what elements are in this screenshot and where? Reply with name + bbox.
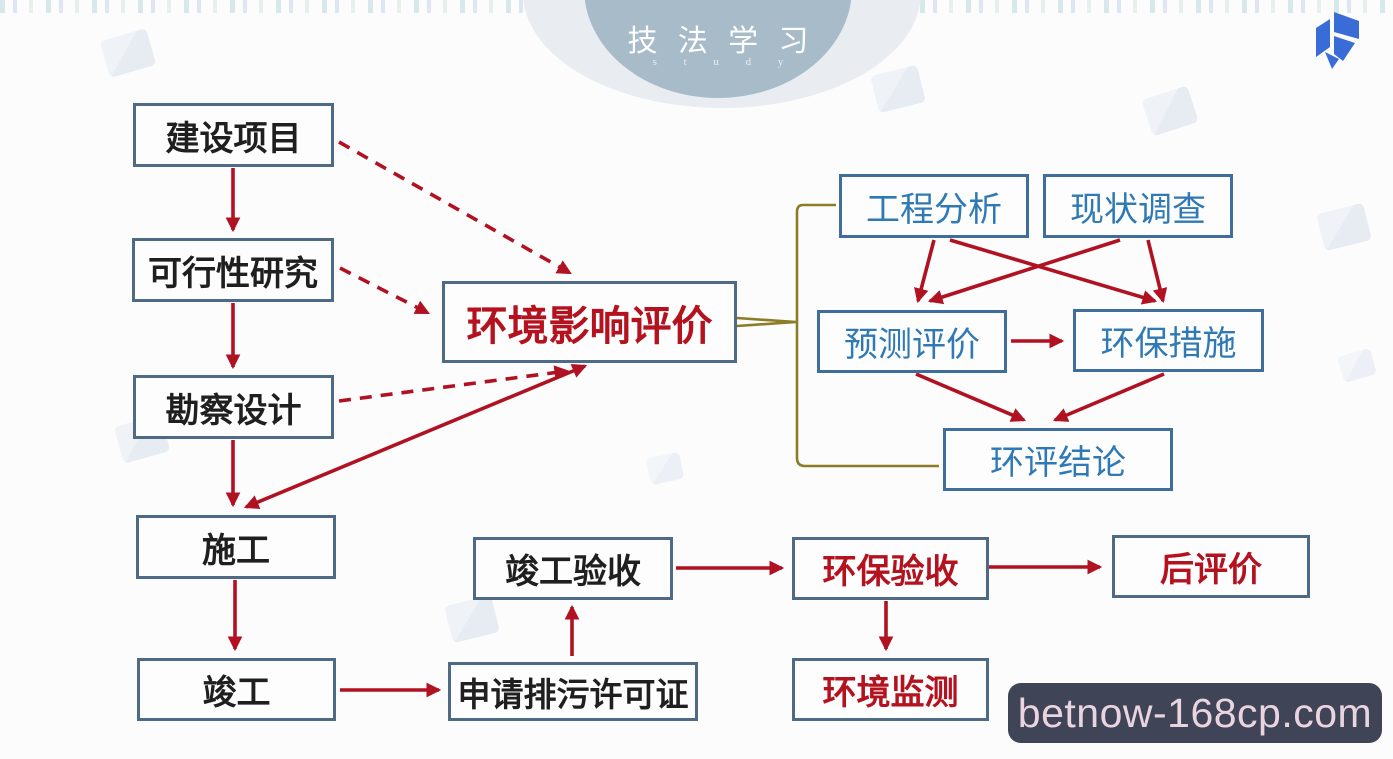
node-eia-conclusion: 环评结论	[943, 428, 1173, 491]
arrow-status-to-measures	[1146, 239, 1168, 304]
arrow-status-to-prediction	[927, 238, 1121, 305]
node-environmental-acceptance: 环保验收	[792, 537, 989, 600]
olive-connector-stub	[736, 316, 797, 328]
ghost-page-icon	[1336, 347, 1378, 384]
arrow-engineering-to-measures	[949, 238, 1158, 305]
node-completion: 竣工	[137, 658, 336, 721]
ghost-page-icon	[444, 594, 500, 644]
node-status-survey: 现状调查	[1043, 174, 1233, 238]
node-eia: 环境影响评价	[442, 281, 737, 363]
brand-logo-icon	[1316, 12, 1359, 69]
node-feasibility-study: 可行性研究	[132, 238, 334, 302]
ghost-page-icon	[99, 28, 157, 78]
node-environmental-monitoring: 环境监测	[792, 658, 989, 721]
node-engineering-analysis: 工程分析	[839, 174, 1029, 238]
node-construction-project: 建设项目	[133, 103, 334, 167]
ghost-page-icon	[1141, 85, 1199, 137]
arrow-prediction-to-conclusion	[915, 372, 1027, 422]
node-construction: 施工	[136, 515, 336, 579]
arrow-measures-to-conclusion	[1052, 372, 1165, 422]
dashed-arrow-survey-to-eia	[338, 365, 570, 403]
arrow-engineering-to-prediction	[914, 239, 936, 304]
page-subtitle: s t u d y	[652, 56, 796, 68]
ghost-page-icon	[645, 451, 685, 486]
node-post-evaluation: 后评价	[1112, 535, 1310, 598]
node-survey-design: 勘察设计	[133, 375, 334, 439]
page-title: 技 法 学 习	[627, 25, 815, 58]
ghost-page-icon	[870, 64, 926, 114]
node-protection-measures: 环保措施	[1073, 309, 1264, 372]
dashed-arrow-project-to-eia	[338, 140, 572, 275]
node-completion-acceptance: 竣工验收	[473, 537, 673, 600]
watermark: betnow-168cp.com	[1008, 683, 1382, 743]
node-prediction-evaluation: 预测评价	[817, 310, 1007, 373]
dashed-arrow-feasibility-to-eia	[339, 266, 430, 315]
ghost-page-icon	[1316, 202, 1372, 252]
node-pollution-permit-application: 申请排污许可证	[448, 662, 698, 721]
